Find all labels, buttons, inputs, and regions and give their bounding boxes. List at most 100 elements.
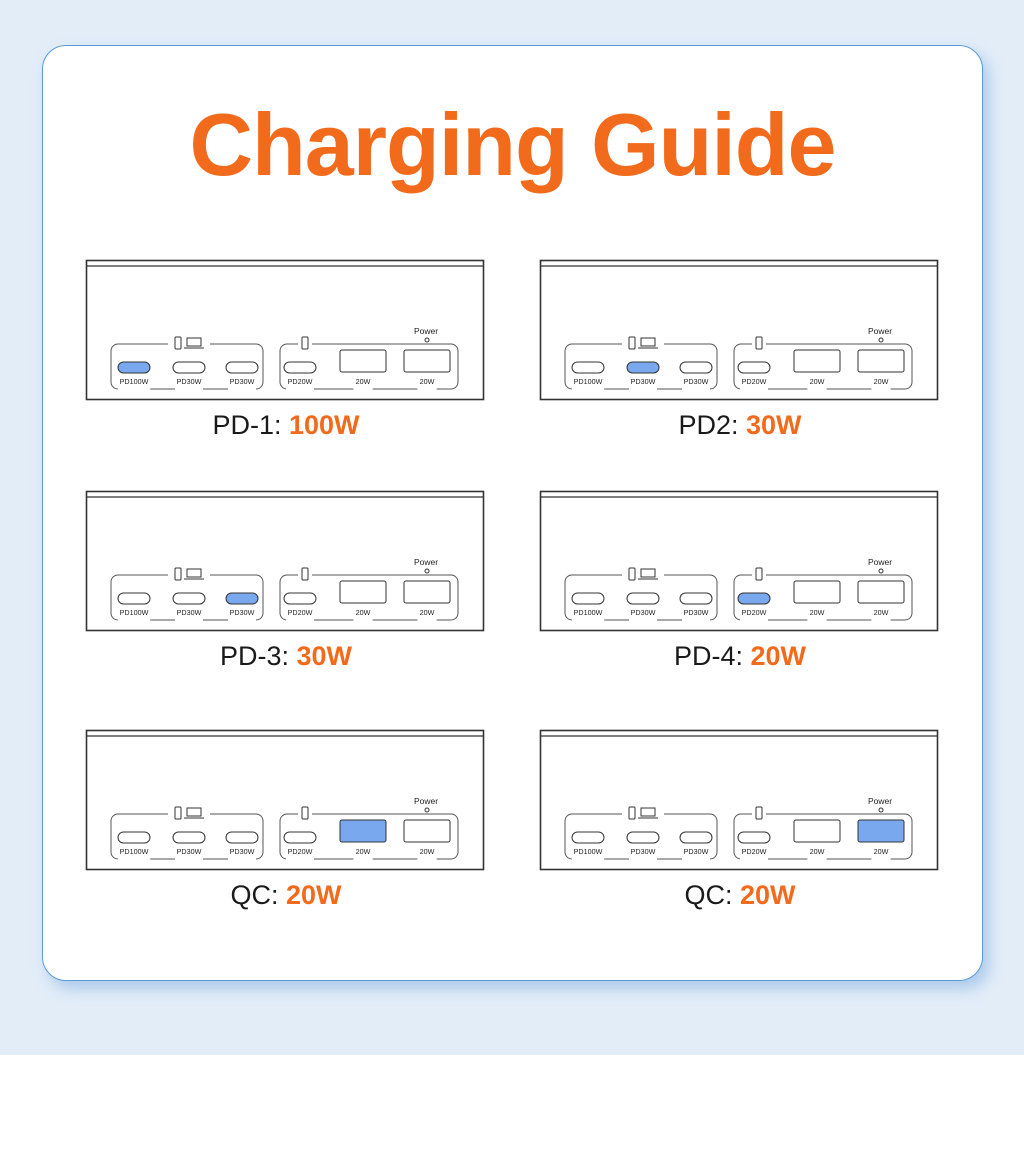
port-label: 20W: [420, 847, 435, 856]
panel-caption: QC: 20W: [540, 880, 940, 911]
charger-body: [85, 729, 485, 871]
port-label: 20W: [810, 377, 825, 386]
charger-body: [85, 490, 485, 632]
port-label: PD20W: [742, 847, 767, 856]
power-led: [878, 568, 884, 574]
usb-c-port: [172, 831, 206, 844]
usb-c-port: [571, 592, 605, 605]
phone-icon: [174, 336, 182, 350]
port-label: 20W: [356, 608, 371, 617]
usb-c-port: [117, 592, 151, 605]
usb-c-port: [283, 361, 317, 374]
port-label: PD20W: [288, 377, 313, 386]
phone-icon: [301, 806, 309, 820]
power-label: Power: [868, 796, 892, 806]
phone-icon: [628, 567, 636, 581]
charger-body: [539, 729, 939, 871]
laptop-icon: [638, 337, 658, 349]
port-label: PD30W: [631, 608, 656, 617]
port-wattage: 30W: [746, 410, 802, 440]
power-label: Power: [414, 557, 438, 567]
port-label: PD30W: [631, 847, 656, 856]
usb-c-port: [571, 831, 605, 844]
usb-a-port: [403, 580, 451, 604]
port-label: PD100W: [120, 377, 149, 386]
usb-c-port-active: [225, 592, 259, 605]
port-wattage: 20W: [750, 641, 807, 671]
usb-a-port: [339, 349, 387, 373]
laptop-icon: [184, 568, 204, 580]
port-label: 20W: [420, 608, 435, 617]
phone-icon: [301, 336, 309, 350]
port-label: 20W: [356, 847, 371, 856]
phone-icon: [301, 567, 309, 581]
port-label: 20W: [420, 377, 435, 386]
usb-c-port: [679, 592, 713, 605]
port-label: 20W: [810, 847, 825, 856]
port-label: PD100W: [574, 608, 603, 617]
port-wattage: 100W: [288, 410, 360, 440]
usb-a-port: [403, 819, 451, 843]
usb-a-port: [793, 580, 841, 604]
power-led: [878, 337, 884, 343]
usb-c-port-active: [737, 592, 771, 605]
power-led: [424, 337, 430, 343]
port-label: PD30W: [177, 377, 202, 386]
usb-c-port: [737, 361, 771, 374]
phone-icon: [628, 806, 636, 820]
power-led: [424, 807, 430, 813]
panel-caption: PD2: 30W: [540, 410, 940, 441]
laptop-icon: [184, 807, 204, 819]
usb-c-port: [172, 592, 206, 605]
port-wattage: 20W: [739, 880, 796, 910]
usb-c-port: [571, 361, 605, 374]
port-name: PD-1:: [212, 410, 289, 440]
port-label: PD30W: [631, 377, 656, 386]
charger-body: [85, 259, 485, 401]
laptop-icon: [638, 568, 658, 580]
port-name: PD-4:: [673, 641, 751, 671]
usb-c-port: [225, 831, 259, 844]
charger-body: [539, 490, 939, 632]
port-name: PD2:: [678, 410, 746, 440]
panel-caption: PD-3: 30W: [86, 641, 486, 672]
port-label: 20W: [356, 377, 371, 386]
port-label: PD30W: [230, 608, 255, 617]
usb-a-port: [403, 349, 451, 373]
panel-caption: QC: 20W: [86, 880, 486, 911]
usb-a-port: [793, 349, 841, 373]
laptop-icon: [638, 807, 658, 819]
power-label: Power: [868, 557, 892, 567]
port-label: 20W: [874, 377, 889, 386]
port-label: 20W: [874, 847, 889, 856]
panel-caption: PD-4: 20W: [540, 641, 940, 672]
port-label: PD30W: [177, 608, 202, 617]
usb-c-port-active: [117, 361, 151, 374]
port-name: PD-3:: [219, 641, 297, 671]
phone-icon: [755, 806, 763, 820]
usb-c-port: [283, 592, 317, 605]
phone-icon: [174, 567, 182, 581]
laptop-icon: [184, 337, 204, 349]
usb-a-port-active: [857, 819, 905, 843]
usb-c-port: [679, 361, 713, 374]
port-label: PD20W: [742, 608, 767, 617]
port-label: PD100W: [120, 847, 149, 856]
usb-c-port: [172, 361, 206, 374]
port-label: 20W: [874, 608, 889, 617]
usb-c-port: [225, 361, 259, 374]
port-label: PD100W: [574, 377, 603, 386]
phone-icon: [755, 567, 763, 581]
port-label: PD100W: [120, 608, 149, 617]
phone-icon: [628, 336, 636, 350]
charger-body: [539, 259, 939, 401]
port-label: PD20W: [742, 377, 767, 386]
